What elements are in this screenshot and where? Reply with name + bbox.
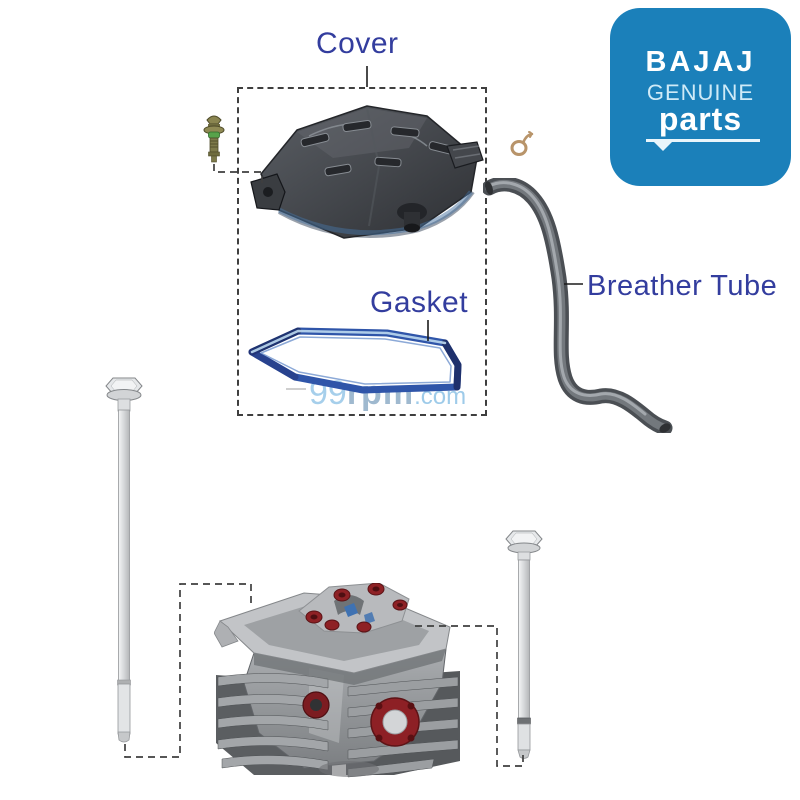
- badge-genuine-text: GENUINE: [646, 80, 755, 105]
- badge-arrow-icon: [654, 142, 672, 151]
- badge-parts-text: parts: [658, 101, 743, 137]
- badge-brand-text: BAJAJ: [645, 46, 756, 78]
- cover-label: Cover: [316, 27, 399, 60]
- valve-cover-illustration: [250, 105, 484, 239]
- cover-gasket-dashed-box: [237, 87, 487, 416]
- watermark-rpm: rpm: [346, 374, 415, 412]
- cover-screw-illustration: [203, 115, 225, 163]
- long-mounting-bolt-illustration: [105, 377, 143, 743]
- watermark-dash: [286, 388, 306, 390]
- short-mounting-bolt-illustration: [505, 530, 543, 759]
- gasket-label: Gasket: [370, 286, 469, 319]
- badge-underline: [646, 139, 760, 142]
- hose-clip-illustration: [510, 131, 534, 156]
- breather-tube-label: Breather Tube: [587, 270, 778, 302]
- bajaj-genuine-parts-badge: BAJAJ GENUINE parts: [610, 8, 791, 186]
- cylinder-head-illustration: [214, 583, 460, 778]
- cover-gasket-illustration: [248, 327, 462, 394]
- breather-tube-illustration: [483, 178, 673, 433]
